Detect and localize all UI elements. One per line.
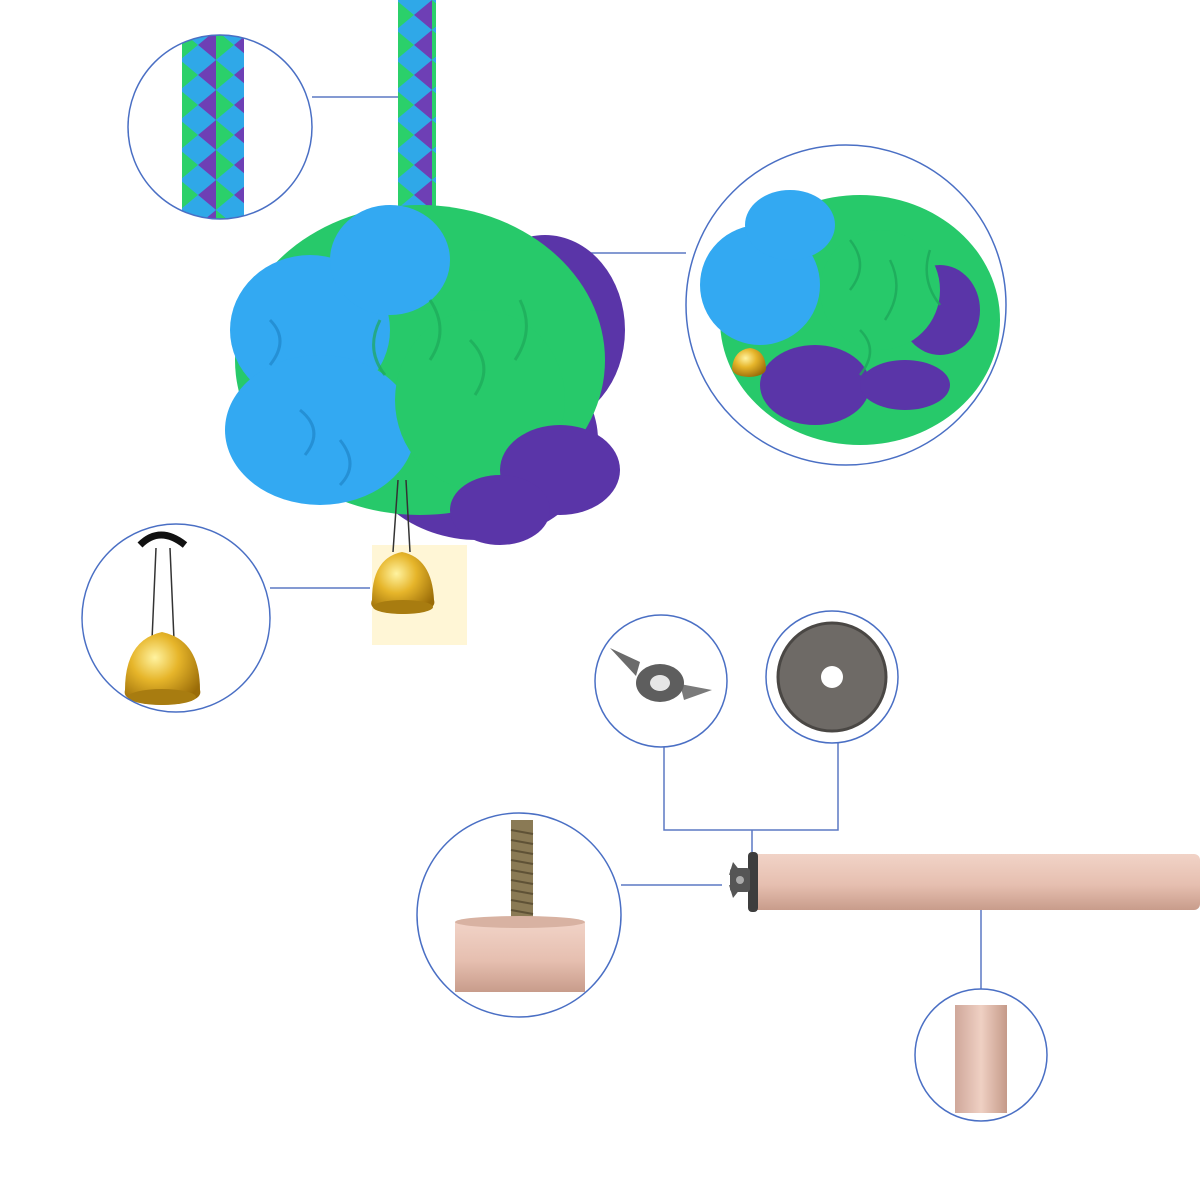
main-bell (371, 479, 467, 645)
yarn-ball-icon (700, 190, 1000, 445)
wing-nut-icon (610, 648, 712, 702)
rope-detail-callout (127, 34, 313, 220)
perch (729, 852, 1200, 912)
washer-detail-callout (765, 610, 899, 744)
perch-end-detail-callout (914, 988, 1048, 1122)
wooden-dowel-icon (955, 1005, 1007, 1113)
main-pompom (225, 205, 625, 545)
wing-nut-detail-callout (594, 614, 728, 748)
washer-icon (776, 621, 888, 733)
bell-detail-callout (81, 523, 271, 713)
perch-wing-nut (729, 862, 750, 898)
bolt-detail-callout (416, 812, 622, 1018)
braided-rope-icon (182, 35, 244, 219)
bell-icon (124, 531, 201, 705)
bolt-icon (455, 820, 585, 992)
pompom-detail-callout (685, 144, 1007, 466)
main-rope (398, 0, 436, 222)
pompom-bell-icon (732, 348, 766, 377)
